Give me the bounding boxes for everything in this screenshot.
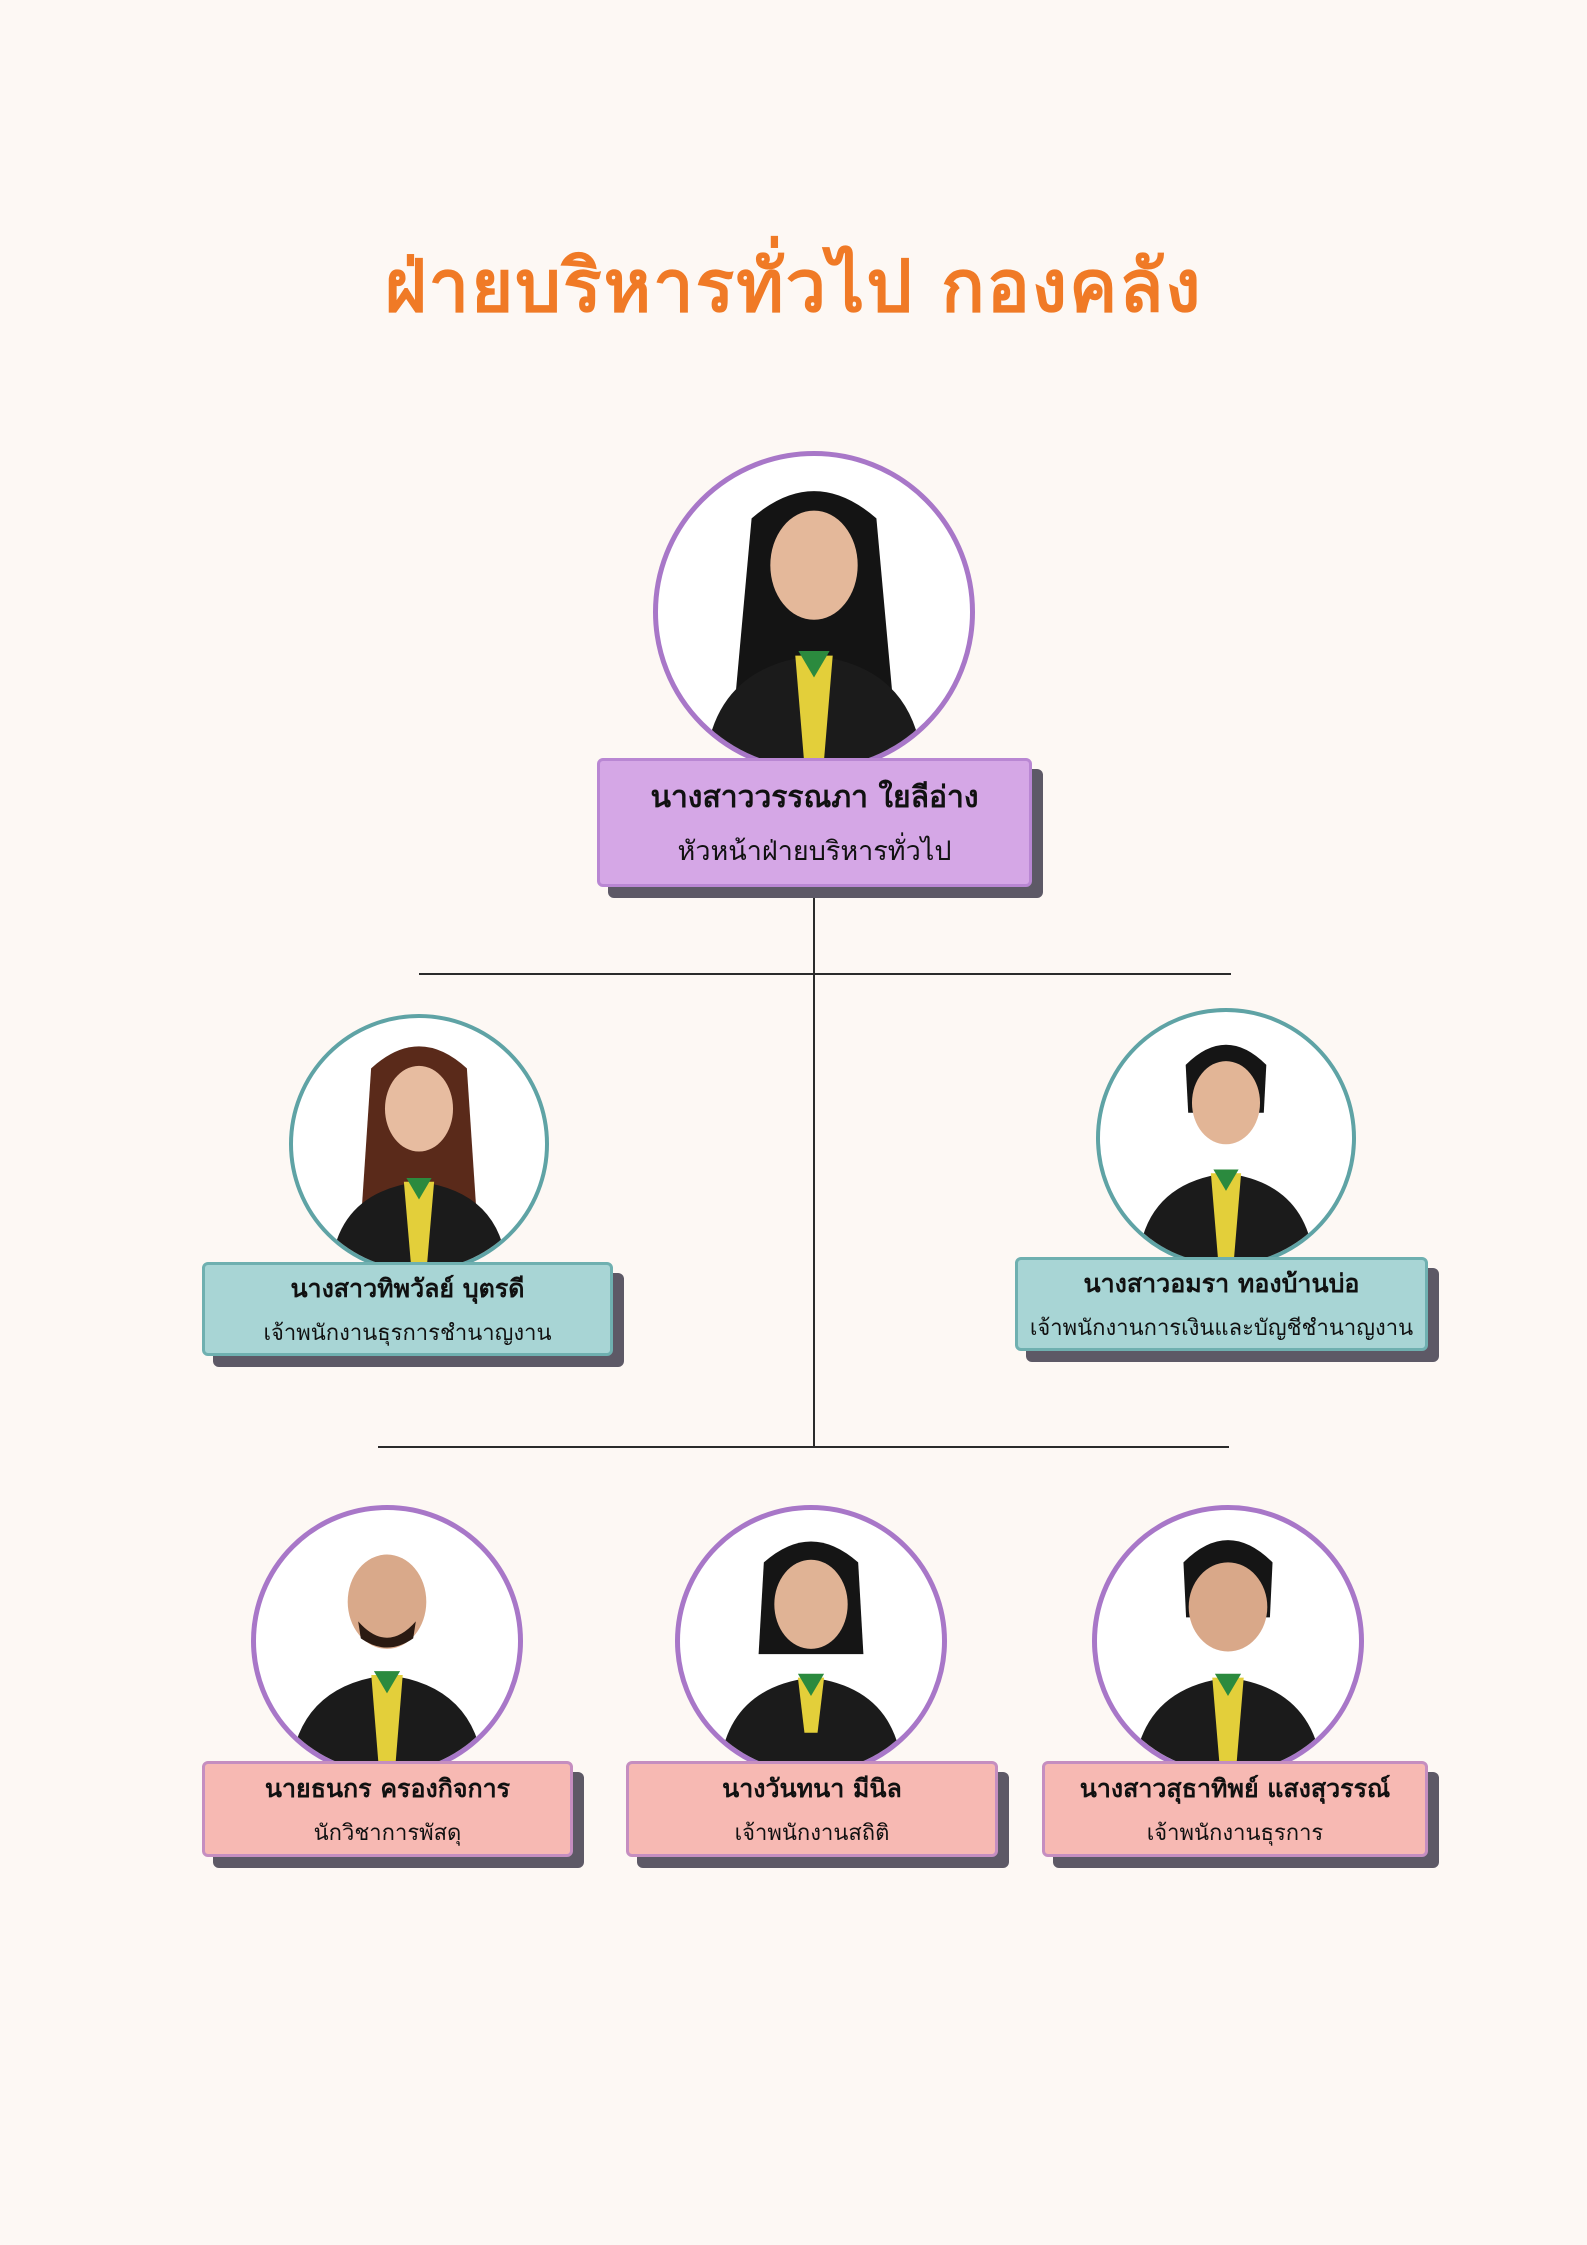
level2-left-role: เจ้าพนักงานธุรการชำนาญงาน bbox=[263, 1320, 552, 1346]
page-title: ฝ่ายบริหารทั่วไป กองคลัง bbox=[384, 244, 1203, 328]
level2-left-avatar bbox=[289, 1014, 549, 1274]
level3-middle-role: เจ้าพนักงานสถิติ bbox=[734, 1820, 890, 1846]
person-photo-icon bbox=[1133, 1540, 1323, 1772]
level3-middle-avatar bbox=[675, 1505, 947, 1777]
connector-level3-horizontal bbox=[378, 1446, 1229, 1448]
level3-left-name: นายธนกร ครองกิจการ bbox=[264, 1773, 511, 1803]
level2-right-avatar bbox=[1096, 1008, 1356, 1268]
level3-right-card: นางสาวสุธาทิพย์ แสงสุวรรณ์ เจ้าพนักงานธุ… bbox=[1042, 1761, 1428, 1857]
level3-left-avatar bbox=[251, 1505, 523, 1777]
connector-level2-horizontal bbox=[419, 973, 1231, 975]
person-photo-icon bbox=[1137, 1044, 1315, 1264]
person-photo-icon bbox=[704, 491, 924, 768]
connector-head-vertical bbox=[813, 898, 815, 1448]
person-photo-icon bbox=[719, 1541, 903, 1772]
level2-right-role: เจ้าพนักงานการเงินและบัญชีชำนาญงาน bbox=[1029, 1315, 1414, 1341]
level3-right-role: เจ้าพนักงานธุรการ bbox=[1146, 1820, 1324, 1846]
head-avatar bbox=[653, 451, 975, 773]
person-photo-icon bbox=[290, 1554, 484, 1772]
level2-left-card: นางสาวทิพวัลย์ บุตรดี เจ้าพนักงานธุรการช… bbox=[202, 1262, 613, 1356]
head-card: นางสาววรรณภา ใยลีอ่าง หัวหน้าฝ่ายบริหารท… bbox=[597, 758, 1032, 887]
level3-left-role: นักวิชาการพัสดุ bbox=[313, 1820, 462, 1846]
level3-right-name: นางสาวสุธาทิพย์ แสงสุวรรณ์ bbox=[1079, 1773, 1391, 1803]
level2-right-name: นางสาวอมรา ทองบ้านบ่อ bbox=[1083, 1268, 1360, 1298]
level3-middle-card: นางวันทนา มีนิล เจ้าพนักงานสถิติ bbox=[626, 1761, 998, 1857]
level2-left-name: นางสาวทิพวัลย์ บุตรดี bbox=[290, 1273, 525, 1303]
head-name: นางสาววรรณภา ใยลีอ่าง bbox=[650, 779, 979, 815]
level3-middle-name: นางวันทนา มีนิล bbox=[722, 1773, 902, 1803]
level2-right-card: นางสาวอมรา ทองบ้านบ่อ เจ้าพนักงานการเงิน… bbox=[1015, 1257, 1428, 1351]
head-role: หัวหน้าฝ่ายบริหารทั่วไป bbox=[677, 835, 952, 867]
level3-left-card: นายธนกร ครองกิจการ นักวิชาการพัสดุ bbox=[202, 1761, 573, 1857]
person-photo-icon bbox=[330, 1046, 508, 1270]
level3-right-avatar bbox=[1092, 1505, 1364, 1777]
